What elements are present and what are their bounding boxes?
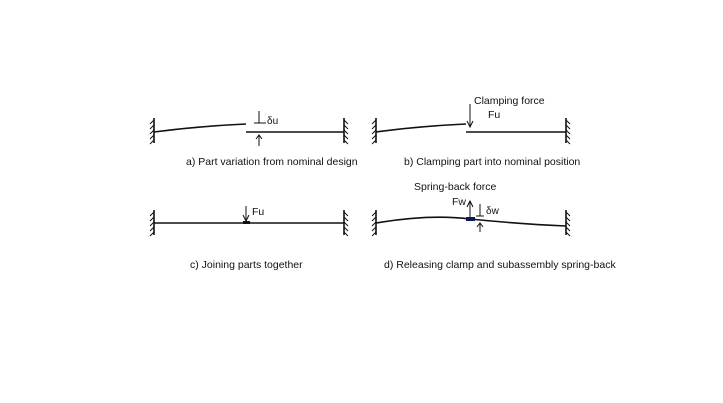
caption-c: c) Joining parts together (190, 259, 303, 271)
caption-d: d) Releasing clamp and subassembly sprin… (384, 259, 616, 271)
spring-back-force-arrow (466, 199, 474, 217)
clamping-force-arrow (466, 104, 474, 129)
right-wall-hatch-c (343, 211, 349, 237)
clamping-force-label: Clamping force (474, 95, 545, 107)
du-label: δu (267, 116, 278, 127)
weld-joint-d (466, 217, 475, 221)
deviation-marker-a (254, 111, 266, 146)
left-wall-hatch-d (371, 211, 377, 237)
left-wall-hatch-b (371, 119, 377, 145)
left-wall-hatch-c (149, 211, 155, 237)
left-part-a (153, 123, 247, 133)
right-wall-hatch-b (565, 119, 571, 145)
right-wall-hatch-d (565, 211, 571, 237)
fu-label-c: Fu (252, 206, 264, 218)
caption-a: a) Part variation from nominal design (186, 156, 358, 168)
left-part-b (375, 123, 467, 133)
panel-d: Spring-back force Fw δw d) Releasing cla… (371, 181, 616, 271)
caption-b: b) Clamping part into nominal position (404, 156, 580, 168)
fu-label-b: Fu (488, 109, 500, 121)
dw-label: δw (486, 206, 500, 217)
panel-b: Clamping force Fu b) Clamping part into … (371, 95, 580, 168)
spring-back-deviation-marker (476, 204, 484, 232)
fw-label: Fw (452, 196, 466, 208)
panel-a: δu a) Part variation from nominal design (149, 111, 358, 168)
panel-c: Fu c) Joining parts together (149, 206, 349, 271)
joining-force-arrow (242, 206, 250, 224)
left-wall-hatch-a (149, 119, 155, 145)
spring-back-force-label: Spring-back force (414, 181, 496, 193)
right-wall-hatch-a (343, 119, 349, 145)
